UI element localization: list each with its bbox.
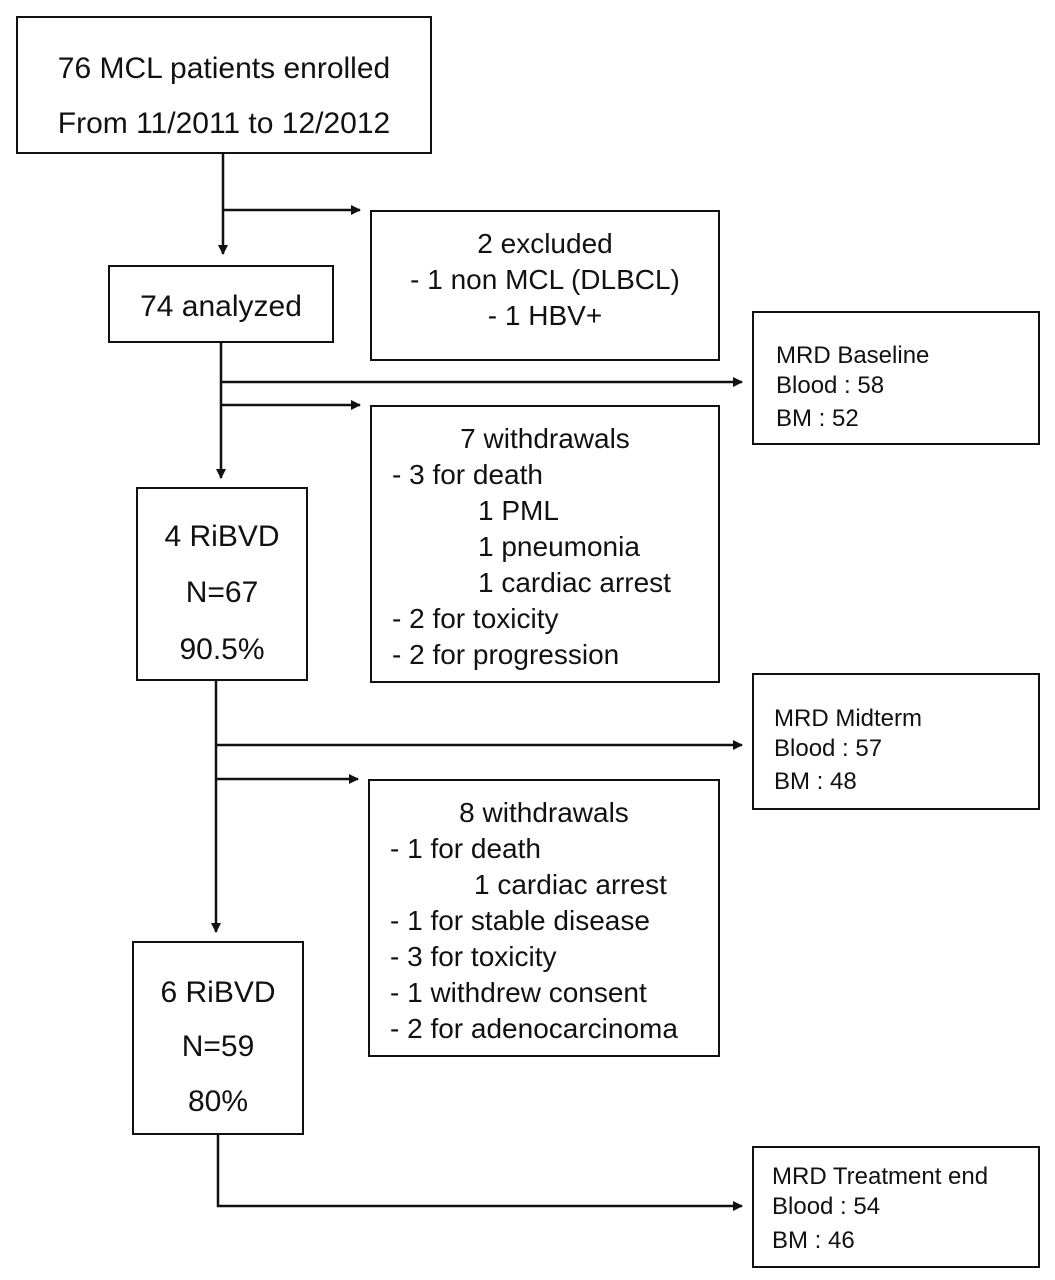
ribvd-4-box: 4 RiBVD N=67 90.5% (136, 487, 308, 681)
enrolled-box: 76 MCL patients enrolled From 11/2011 to… (16, 16, 432, 154)
analyzed-label: 74 analyzed (140, 290, 302, 323)
withdrawal-detail: 1 pneumonia (478, 531, 640, 562)
mrd-midterm-box: MRD Midterm Blood : 57 BM : 48 (752, 673, 1040, 810)
enrolled-period: From 11/2011 to 12/2012 (57, 107, 391, 140)
withdrawals-2-title: 8 withdrawals (459, 797, 629, 828)
withdrawal-reason: - 3 for toxicity (390, 941, 557, 972)
mrd-midterm-title: MRD Midterm (774, 705, 922, 732)
enrolled-count: 76 MCL patients enrolled (57, 52, 391, 85)
mrd-end-box: MRD Treatment end Blood : 54 BM : 46 (752, 1146, 1040, 1268)
withdrawal-detail: 1 cardiac arrest (478, 567, 671, 598)
withdrawal-detail: 1 cardiac arrest (474, 869, 667, 900)
ribvd-4-title: 4 RiBVD (164, 520, 280, 553)
mrd-end-blood: Blood : 54 (772, 1193, 881, 1220)
excluded-box: 2 excluded - 1 non MCL (DLBCL) - 1 HBV+ (370, 210, 720, 361)
ribvd-6-box: 6 RiBVD N=59 80% (132, 941, 304, 1135)
withdrawals-1-box: 7 withdrawals - 3 for death 1 PML 1 pneu… (370, 405, 720, 683)
excluded-item: - 1 HBV+ (487, 300, 603, 331)
mrd-baseline-box: MRD Baseline Blood : 58 BM : 52 (752, 311, 1040, 445)
mrd-midterm-bm: BM : 48 (774, 768, 857, 795)
excluded-title: 2 excluded (477, 228, 613, 259)
ribvd-4-n: N=67 (185, 576, 259, 609)
ribvd-6-title: 6 RiBVD (160, 976, 276, 1009)
withdrawals-1-title: 7 withdrawals (460, 423, 630, 454)
mrd-end-bm: BM : 46 (772, 1227, 855, 1254)
withdrawal-reason: - 2 for adenocarcinoma (390, 1013, 678, 1044)
mrd-baseline-title: MRD Baseline (776, 342, 930, 369)
withdrawal-reason: - 1 for death (390, 833, 541, 864)
withdrawal-reason: - 3 for death (392, 459, 543, 490)
mrd-end-title: MRD Treatment end (772, 1163, 989, 1190)
withdrawal-detail: 1 PML (478, 495, 559, 526)
mrd-baseline-bm: BM : 52 (776, 405, 859, 432)
excluded-item: - 1 non MCL (DLBCL) (410, 264, 680, 295)
withdrawal-reason: - 1 withdrew consent (390, 977, 647, 1008)
mrd-baseline-blood: Blood : 58 (776, 372, 885, 399)
withdrawal-reason: - 2 for toxicity (392, 603, 559, 634)
mrd-midterm-blood: Blood : 57 (774, 735, 883, 762)
ribvd-6-pct: 80% (187, 1085, 249, 1118)
withdrawal-reason: - 1 for stable disease (390, 905, 650, 936)
ribvd-4-pct: 90.5% (179, 633, 265, 666)
withdrawals-2-box: 8 withdrawals - 1 for death 1 cardiac ar… (368, 779, 720, 1057)
withdrawal-reason: - 2 for progression (392, 639, 620, 670)
analyzed-box: 74 analyzed (108, 265, 334, 343)
ribvd-6-n: N=59 (181, 1030, 255, 1063)
